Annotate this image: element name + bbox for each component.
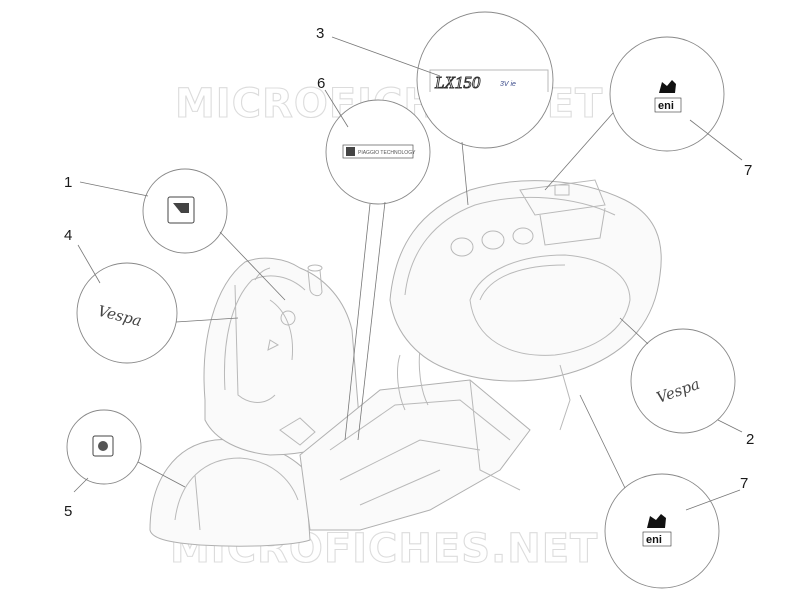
lx150-badge: LX150 bbox=[434, 73, 481, 92]
detail-circle-7-bottom bbox=[604, 473, 720, 589]
eni-text-top: eni bbox=[658, 100, 674, 112]
callout-2: 2 bbox=[746, 431, 754, 448]
callout-3-group: LX150 3V ie 3 bbox=[316, 11, 554, 206]
callout-7-bottom: 7 bbox=[740, 475, 748, 492]
rear-body bbox=[389, 180, 662, 382]
callout-2-group: Vespa 2 bbox=[619, 317, 754, 448]
detail-circle-4 bbox=[76, 262, 178, 364]
leg-shield bbox=[203, 257, 361, 456]
piaggio-badge-text: PIAGGIO TECHNOLOGY bbox=[358, 150, 416, 156]
callout-4-group: Vespa 4 bbox=[64, 227, 239, 364]
piaggio-badge bbox=[342, 144, 414, 159]
callout-4: 4 bbox=[64, 227, 72, 244]
lx-badge-frame bbox=[429, 69, 549, 92]
callout-5: 5 bbox=[64, 503, 72, 520]
callout-5-group: 5 bbox=[64, 409, 186, 520]
front-fender bbox=[149, 439, 311, 547]
callout-7-bottom-group: eni 7 bbox=[579, 394, 748, 589]
eni-text-bottom: eni bbox=[646, 534, 662, 546]
callout-7-top-group: eni 7 bbox=[544, 36, 752, 191]
callout-6: 6 bbox=[317, 75, 325, 92]
scooter-body bbox=[149, 179, 662, 547]
lx150-subtext: 3V ie bbox=[500, 81, 516, 88]
floorboard bbox=[299, 379, 531, 531]
callout-3: 3 bbox=[316, 25, 324, 42]
callout-1: 1 bbox=[64, 174, 72, 191]
callout-7-top: 7 bbox=[744, 162, 752, 179]
detail-circle-3 bbox=[416, 11, 554, 149]
detail-circle-2 bbox=[630, 328, 736, 434]
callout-1-group: 1 bbox=[64, 168, 286, 301]
callout-6-group: PIAGGIO TECHNOLOGY 6 bbox=[317, 75, 431, 441]
